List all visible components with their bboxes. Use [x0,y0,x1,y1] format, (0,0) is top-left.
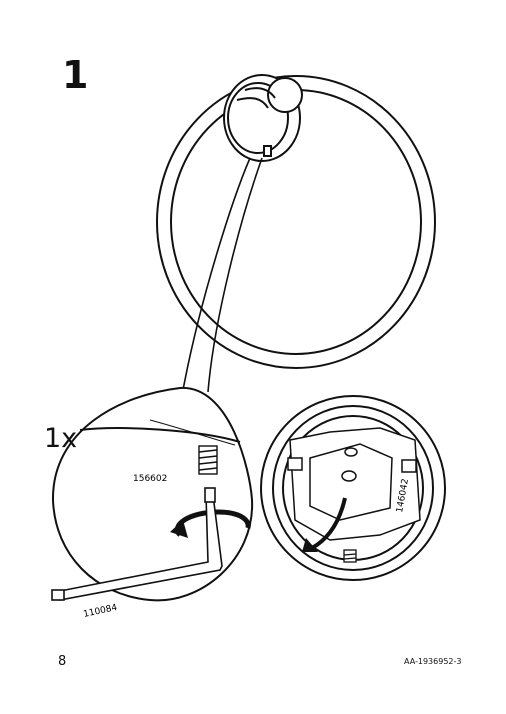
screw-icon [198,445,218,475]
key-part-label: 110084 [83,603,119,620]
hex-key-icon [51,487,223,601]
screw-part-label: 156602 [133,474,167,484]
page-number: 8 [58,654,67,669]
rotate-arrow-icon [170,509,251,538]
small-screw-icon [343,549,357,563]
quantity-label: 1x [44,423,78,454]
wall-bracket-icon [287,427,421,541]
document-code: AA-1936952-3 [404,657,462,666]
arrow-icon [302,497,347,552]
detail-circle-left [51,386,254,602]
step-number: 1 [62,53,89,97]
callout-lines [182,157,263,393]
towel-ring-icon [156,74,436,369]
